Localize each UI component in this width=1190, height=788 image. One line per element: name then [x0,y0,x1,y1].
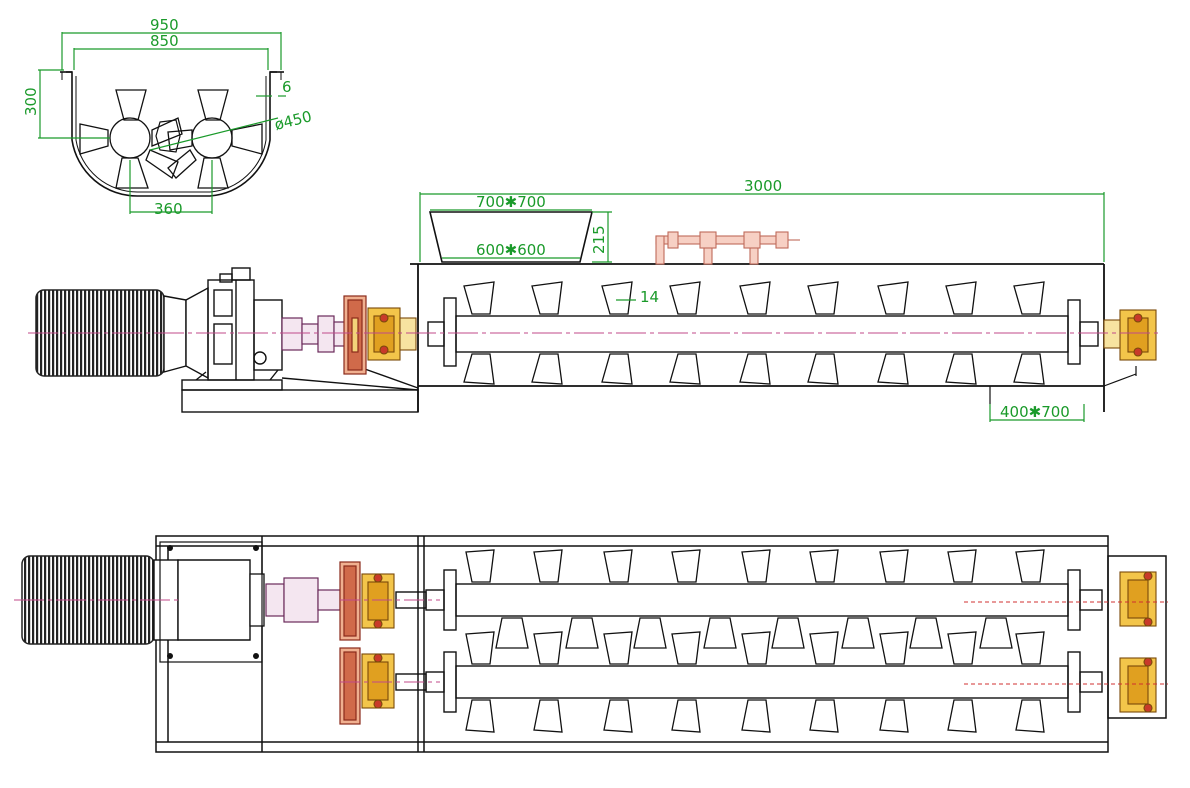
paddles-top-row1 [465,549,1045,583]
top-view [14,535,1168,753]
shafts-top [395,569,1103,713]
sprocket [343,295,367,375]
dim-wall-thickness: 6 [282,78,292,96]
dim-inlet-height: 215 [590,225,608,254]
paddles-side-lower [463,353,1045,385]
dim-width-outer: 950 [150,16,179,34]
trough-outline [66,71,277,197]
coupling-top [265,577,341,623]
coupling [281,315,347,353]
inlet-hopper [428,211,594,263]
dim-paddle-thickness: 14 [640,288,659,306]
dim-outlet: 400✱700 [1000,403,1070,421]
bearings-top [361,571,1157,713]
shaft-side [427,297,1099,367]
left-paddle-wheel [79,89,183,189]
base-frame [181,367,419,413]
dim-width-inner: 850 [150,32,179,50]
right-paddle-wheel [167,89,263,189]
bearing-left [367,307,417,361]
dim-depth: 300 [22,87,40,116]
sprockets-top [339,561,361,725]
spray-pipe [655,231,800,265]
motor-top [21,541,265,663]
dim-inlet-top: 700✱700 [476,193,546,211]
paddles-top-middle [465,617,1045,665]
end-view-dimensions [38,32,286,214]
paddles-side-upper [463,281,1045,315]
side-view [28,211,1160,413]
dim-total-length: 3000 [744,177,782,195]
dim-inlet-bottom: 600✱600 [476,241,546,259]
dim-shaft-spacing: 360 [154,200,183,218]
side-view-dimensions [419,192,1105,422]
bearing-right [1103,309,1157,361]
paddles-top-row4 [465,699,1045,733]
dim-paddle-diameter: ø450 [273,107,314,134]
trough-inner [75,76,267,193]
end-view [60,71,284,197]
